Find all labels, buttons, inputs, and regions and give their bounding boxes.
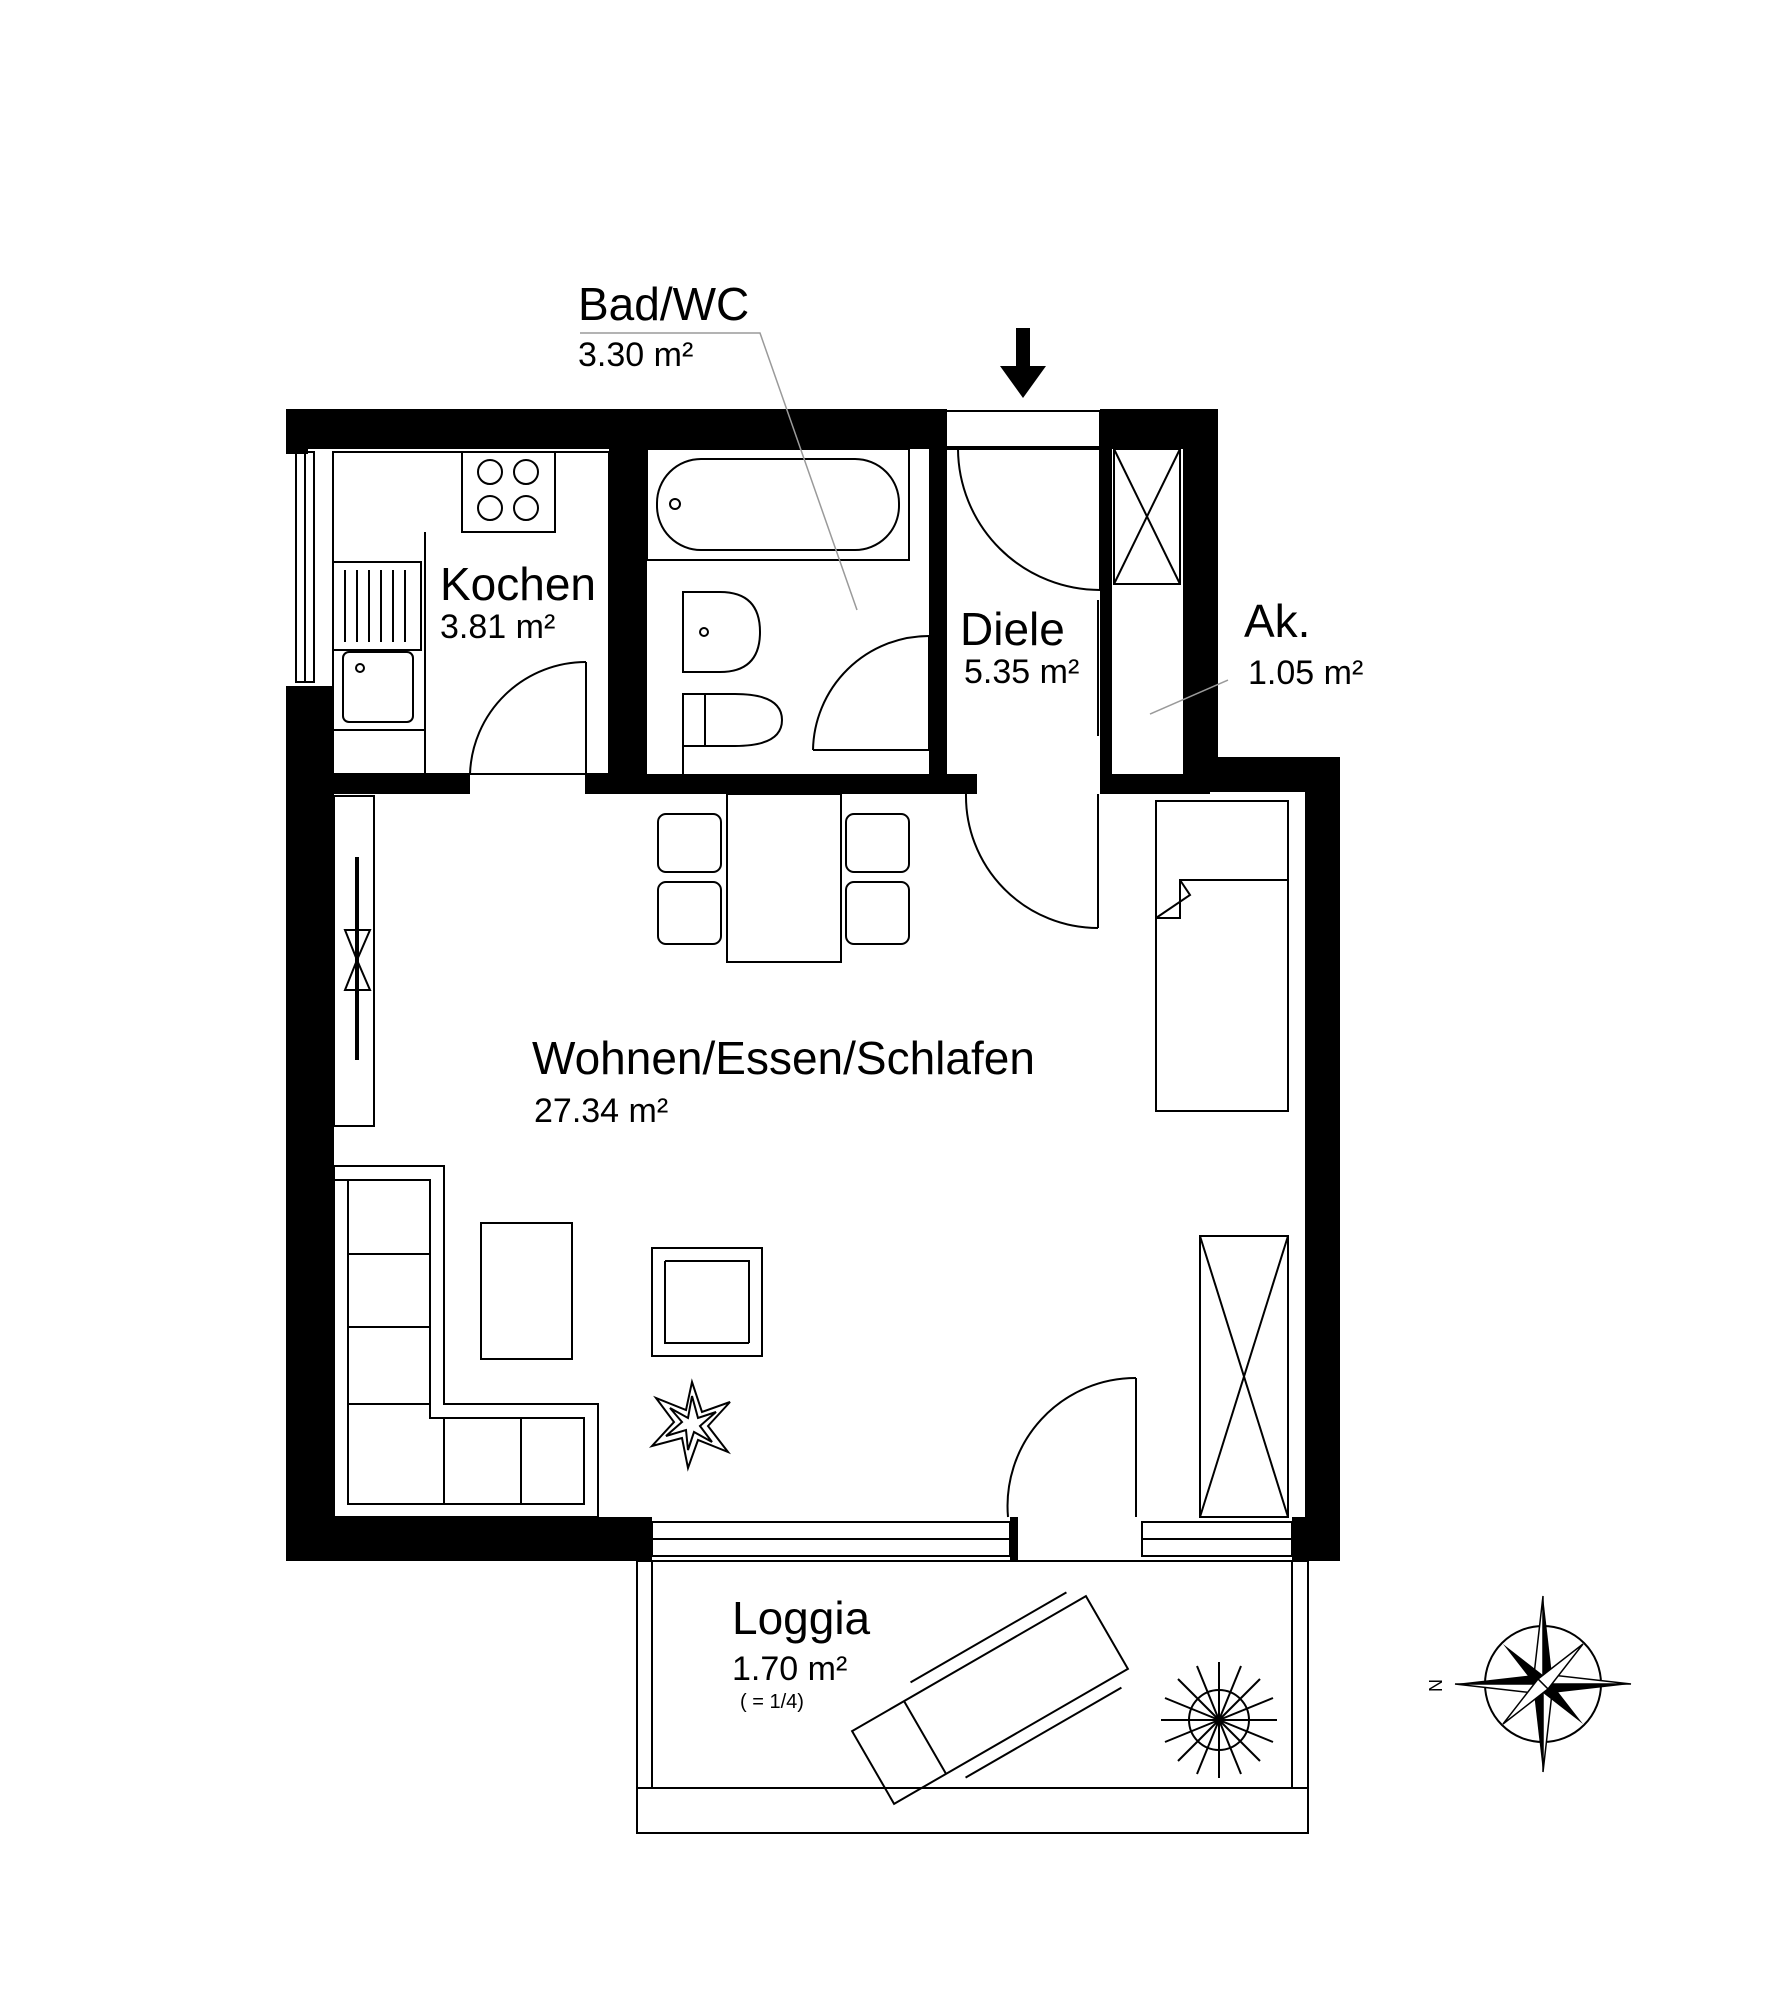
chair-1: [657, 813, 722, 873]
drainboard-lines: [344, 570, 406, 642]
burner-4: [513, 495, 539, 521]
entrance-door-swing: [957, 448, 1101, 591]
armchair: [651, 1247, 763, 1357]
bathroom-fixtures: [646, 448, 930, 774]
chair-2: [657, 881, 722, 945]
chair-3: [845, 813, 910, 873]
loggia-outline: [636, 1560, 1309, 1834]
bathtub-drain: [669, 498, 681, 510]
bed: [1155, 800, 1289, 1112]
toilet-bowl: [704, 693, 784, 747]
plant-living-icon: [648, 1378, 732, 1472]
living-fixtures: [333, 793, 1289, 1518]
sofa-back: [334, 1179, 585, 1505]
wall-right-upper: [1183, 409, 1218, 779]
washbasin-drain: [699, 627, 709, 637]
label-kochen-name: Kochen: [440, 558, 596, 610]
label-wohnen-name: Wohnen/Essen/Schlafen: [532, 1032, 1035, 1084]
partition-horizontal-2: [585, 774, 977, 794]
kitchen-fixtures: [332, 451, 610, 775]
dining-table: [726, 793, 842, 963]
tv-stand: [343, 929, 372, 991]
label-loggia-note: ( = 1/4): [740, 1691, 804, 1713]
storage-fixtures: [1109, 448, 1181, 750]
leader-bad-wc: [580, 332, 858, 611]
room-labels: Bad/WC 3.30 m² Kochen 3.81 m² Diele 5.35…: [440, 278, 1363, 1713]
label-diele-name: Diele: [960, 603, 1065, 655]
storage-cabinet-x2: [1113, 448, 1181, 585]
armchair-inner: [664, 1260, 750, 1344]
storage-cabinet: [1113, 448, 1181, 585]
sink-drain: [355, 663, 365, 673]
wall-bottom-left: [286, 1517, 652, 1561]
sun-lounger: [850, 1591, 1130, 1806]
partition-horizontal: [286, 774, 470, 794]
sideboard: [333, 795, 375, 1127]
burner-1: [477, 459, 503, 485]
bathtub: [646, 448, 910, 561]
burner-2: [513, 459, 539, 485]
chair-4: [845, 881, 910, 945]
balcony-door-swing: [1006, 1376, 1137, 1518]
bath-door-swing: [812, 635, 930, 751]
hall-fixtures: [946, 328, 1101, 929]
entrance-arrow-icon: [1000, 328, 1046, 398]
bathtub-inner: [656, 458, 900, 551]
label-wohnen-area: 27.34 m²: [534, 1092, 668, 1130]
wall-left-upper: [286, 409, 308, 454]
washbasin: [682, 591, 762, 673]
label-loggia-name: Loggia: [732, 1592, 871, 1644]
toilet-tank: [682, 693, 706, 747]
windows: [295, 410, 1293, 1557]
loggia: [636, 1560, 1309, 1834]
leader-ak: [1149, 679, 1229, 715]
sofa: [333, 1165, 599, 1518]
wall-right: [1305, 757, 1340, 1561]
kitchen-door-swing: [469, 661, 587, 775]
hall-door-swing: [964, 793, 1099, 929]
label-kochen-area: 3.81 m²: [440, 608, 555, 646]
burner-3: [477, 495, 503, 521]
coffee-table: [480, 1222, 573, 1360]
plant-loggia-icon: [1161, 1662, 1277, 1778]
label-diele-area: 5.35 m²: [964, 653, 1079, 691]
wall-left: [286, 686, 334, 1561]
wardrobe-x2: [1199, 1235, 1289, 1518]
walls: [286, 409, 1340, 1561]
kitchen-sink: [342, 651, 414, 723]
label-ak-area: 1.05 m²: [1248, 654, 1363, 692]
compass-north-label: N: [1426, 1679, 1446, 1692]
label-bad-wc-name: Bad/WC: [578, 278, 749, 330]
label-loggia-area: 1.70 m²: [732, 1650, 847, 1688]
stove: [461, 451, 556, 533]
sink-drainboard: [332, 561, 422, 651]
label-ak-name: Ak.: [1244, 595, 1310, 647]
compass-icon: [1454, 1595, 1632, 1773]
bed-blanket: [1155, 879, 1288, 919]
partition-bath-hall: [929, 409, 947, 794]
label-bad-wc-area: 3.30 m²: [578, 336, 693, 374]
partition-kitchen-bath: [609, 409, 647, 794]
wall-bottom-mid: [1010, 1517, 1018, 1561]
entrance-frame: [945, 410, 1101, 448]
wardrobe: [1199, 1235, 1289, 1518]
partition-horizontal-3: [1100, 774, 1210, 794]
